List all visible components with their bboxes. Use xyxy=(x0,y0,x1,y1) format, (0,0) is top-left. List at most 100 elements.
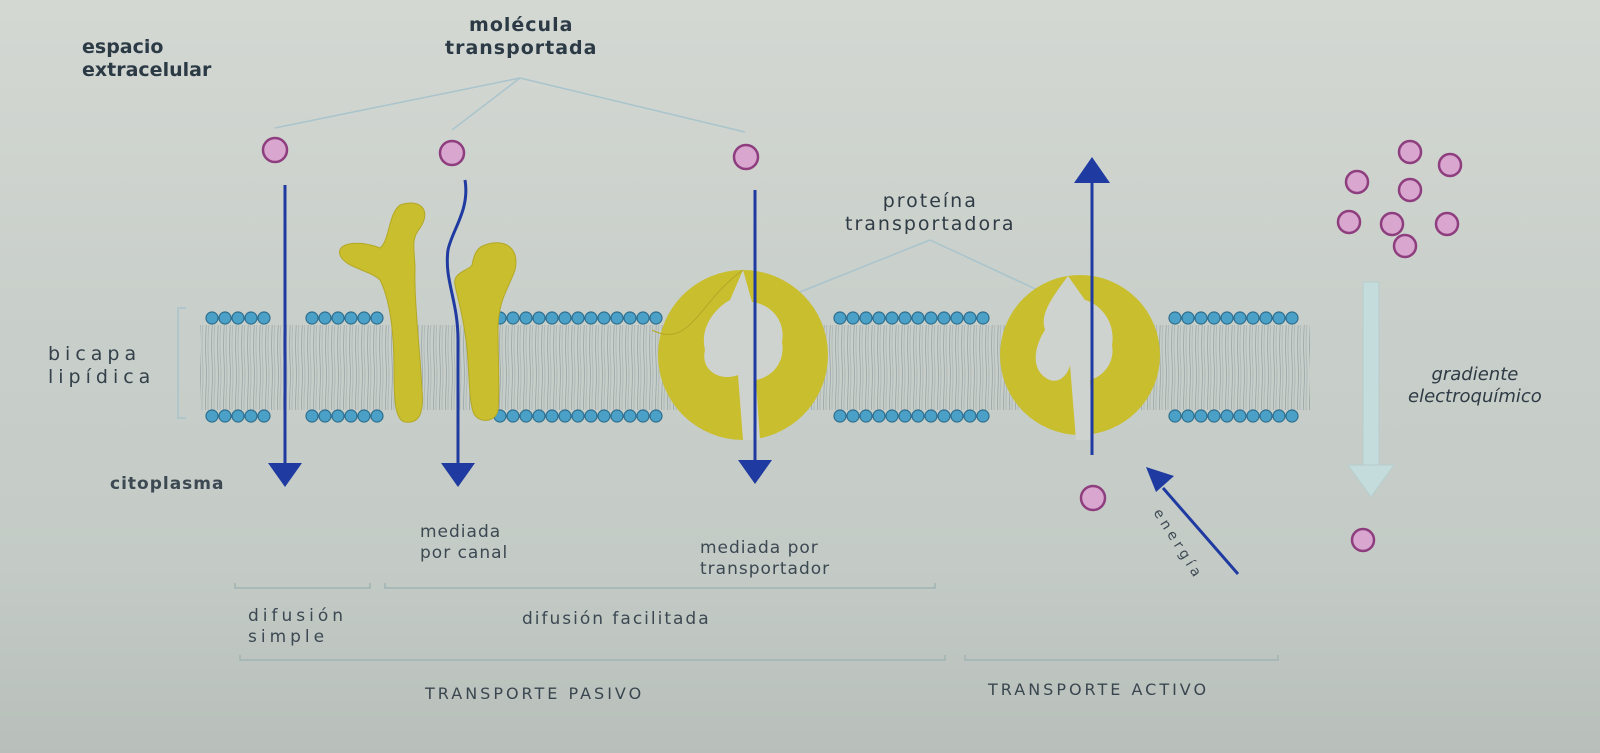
arrow-simple-diffusion xyxy=(268,185,302,487)
lipid-head xyxy=(636,311,650,325)
lipid-head xyxy=(558,311,572,325)
lipid-head xyxy=(571,409,585,423)
lipid-head xyxy=(1272,409,1286,423)
lipid-head xyxy=(924,409,938,423)
lipid-head xyxy=(218,409,232,423)
lipid-head xyxy=(597,409,611,423)
channel-protein-left-subunit xyxy=(339,202,426,423)
lipid-head xyxy=(885,409,899,423)
lipid-head xyxy=(357,409,371,423)
lipid-head xyxy=(976,311,990,325)
lipid-head xyxy=(1207,409,1221,423)
leader-carrier-right xyxy=(929,239,1056,299)
transport-arrows xyxy=(268,157,1240,575)
lipid-head xyxy=(950,409,964,423)
lipid-head xyxy=(911,311,925,325)
molecule-simple-diffusion xyxy=(261,136,289,164)
lipid-head xyxy=(571,311,585,325)
label-channel-mediated: mediada por canal xyxy=(420,522,509,563)
lipid-head xyxy=(859,409,873,423)
label-facilitated-diffusion: difusión facilitada xyxy=(522,609,711,629)
lipid-head xyxy=(623,311,637,325)
channel-protein-right-subunit xyxy=(454,242,517,421)
lipid-head xyxy=(318,311,332,325)
leader-bilayer xyxy=(177,307,186,419)
lipid-head xyxy=(584,409,598,423)
lipid-head xyxy=(558,409,572,423)
lipid-head xyxy=(532,409,546,423)
lipid-head xyxy=(623,409,637,423)
lipid-head xyxy=(506,311,520,325)
lipid-head xyxy=(344,409,358,423)
lipid-head xyxy=(370,409,384,423)
lipid-head xyxy=(1233,409,1247,423)
lipid-head xyxy=(257,311,271,325)
arrow-energy xyxy=(1146,467,1240,575)
lipid-heads-bottom xyxy=(205,409,1299,423)
lipid-head xyxy=(649,311,663,325)
lipid-head xyxy=(636,409,650,423)
label-active-transport: TRANSPORTE ACTIVO xyxy=(988,680,1210,699)
lipid-head xyxy=(257,409,271,423)
lipid-head xyxy=(859,311,873,325)
bracket-facilitated-diffusion xyxy=(384,583,936,589)
lipid-head xyxy=(318,409,332,423)
carrier-protein-active xyxy=(1000,275,1160,440)
lipid-head xyxy=(649,409,663,423)
lipid-head xyxy=(1194,409,1208,423)
molecule-channel xyxy=(438,139,466,167)
lipid-head xyxy=(244,311,258,325)
leader-molecule-right xyxy=(519,77,746,133)
lipid-head xyxy=(937,409,951,423)
lipid-head xyxy=(218,311,232,325)
label-transported-molecule: molécula transportada xyxy=(445,14,598,59)
leader-carrier-left xyxy=(779,239,931,301)
lipid-head xyxy=(231,409,245,423)
lipid-head xyxy=(872,409,886,423)
lipid-head xyxy=(1220,409,1234,423)
lipid-head xyxy=(1285,409,1299,423)
lipid-head xyxy=(963,311,977,325)
lipid-head xyxy=(1246,409,1260,423)
lipid-head xyxy=(545,409,559,423)
lipid-head xyxy=(885,311,899,325)
lipid-head xyxy=(231,311,245,325)
label-electrochemical-gradient: gradiente electroquímico xyxy=(1408,364,1542,407)
molecule-carrier xyxy=(732,143,760,171)
lipid-head xyxy=(370,311,384,325)
lipid-head xyxy=(833,311,847,325)
molecule-low-concentration xyxy=(1350,527,1376,553)
bracket-active-transport xyxy=(964,655,1279,661)
lipid-head xyxy=(610,311,624,325)
lipid-head xyxy=(1181,311,1195,325)
lipid-head xyxy=(584,311,598,325)
lipid-head xyxy=(205,311,219,325)
label-cytoplasm: citoplasma xyxy=(110,474,225,494)
lipid-head xyxy=(898,311,912,325)
lipid-head xyxy=(1259,409,1273,423)
bracket-simple-diffusion xyxy=(234,583,371,589)
label-carrier-protein: proteína transportadora xyxy=(845,190,1016,235)
lipid-head xyxy=(532,311,546,325)
grouping-brackets xyxy=(234,583,1279,661)
lipid-head xyxy=(911,409,925,423)
lipid-head xyxy=(305,311,319,325)
leader-molecule-mid xyxy=(451,77,521,131)
label-extracellular-space: espacio extracelular xyxy=(82,36,212,81)
lipid-head xyxy=(205,409,219,423)
lipid-head xyxy=(344,311,358,325)
lipid-head xyxy=(1194,311,1208,325)
lipid-head xyxy=(519,409,533,423)
lipid-head xyxy=(1207,311,1221,325)
transported-molecules xyxy=(261,136,1107,512)
lipid-head xyxy=(846,409,860,423)
arrow-active-transport xyxy=(1074,157,1110,455)
lipid-head xyxy=(610,409,624,423)
leader-lines xyxy=(177,77,1056,419)
lipid-head xyxy=(597,311,611,325)
leader-molecule-left xyxy=(274,77,521,129)
lipid-head xyxy=(1272,311,1286,325)
lipid-head xyxy=(545,311,559,325)
lipid-head xyxy=(305,409,319,423)
